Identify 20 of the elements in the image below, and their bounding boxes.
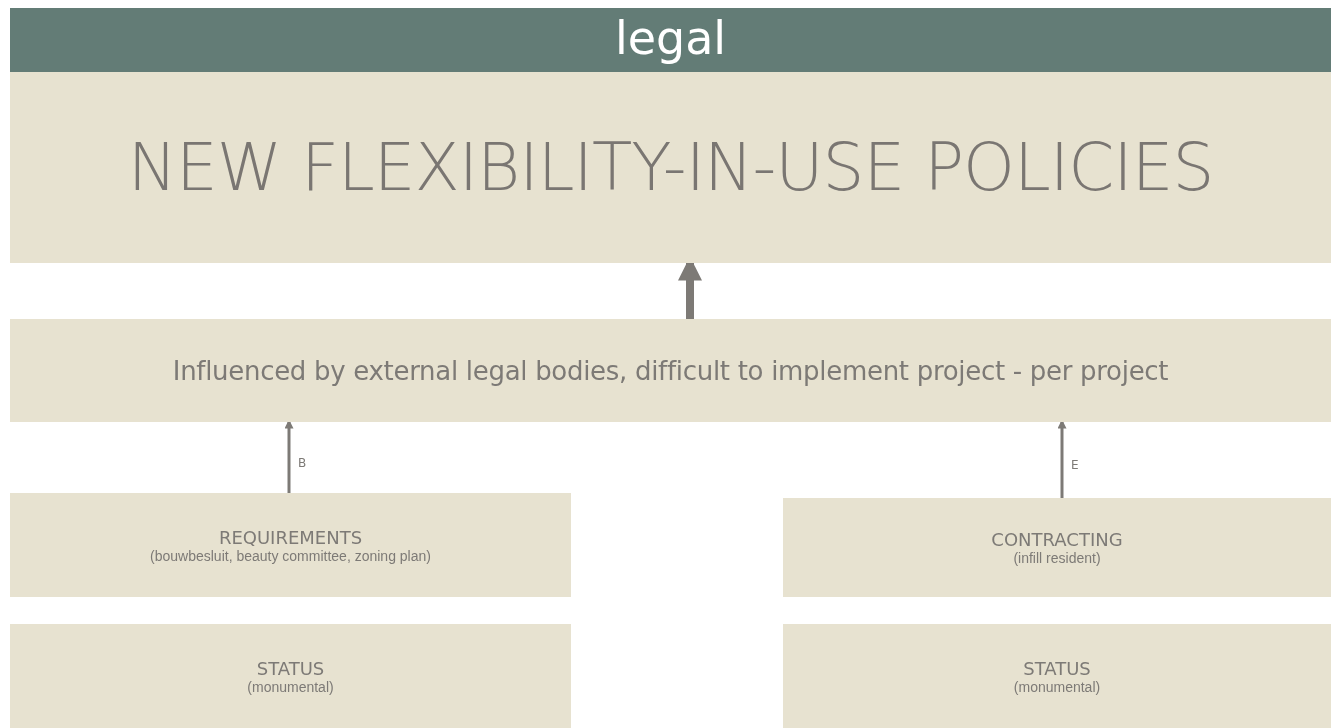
policy-title: NEW FLEXIBILITY-IN-USE POLICIES [127, 129, 1214, 206]
category-note: (infill resident) [1013, 550, 1101, 566]
category-heading: CONTRACTING [991, 529, 1123, 550]
edge-label: E [1070, 458, 1080, 472]
category-note: (monumental) [247, 678, 334, 695]
category-heading: REQUIREMENTS [218, 526, 363, 548]
section-title: legal [614, 10, 727, 67]
description-text: Influenced by external legal bodies, difficult to implement project - per project [172, 355, 1169, 386]
category-box [783, 624, 1331, 728]
category-box [10, 493, 571, 597]
edge-label: B [297, 455, 308, 470]
category-box [783, 498, 1331, 597]
policy-box [10, 72, 1331, 263]
category-note: (bouwbesluit, beauty committee, zoning plan) [150, 547, 431, 564]
category-heading: STATUS [256, 657, 325, 679]
category-box [10, 624, 571, 728]
description-box [10, 319, 1331, 422]
category-note: (monumental) [1013, 678, 1101, 695]
header-band [10, 8, 1331, 72]
category-heading: STATUS [1023, 657, 1091, 679]
